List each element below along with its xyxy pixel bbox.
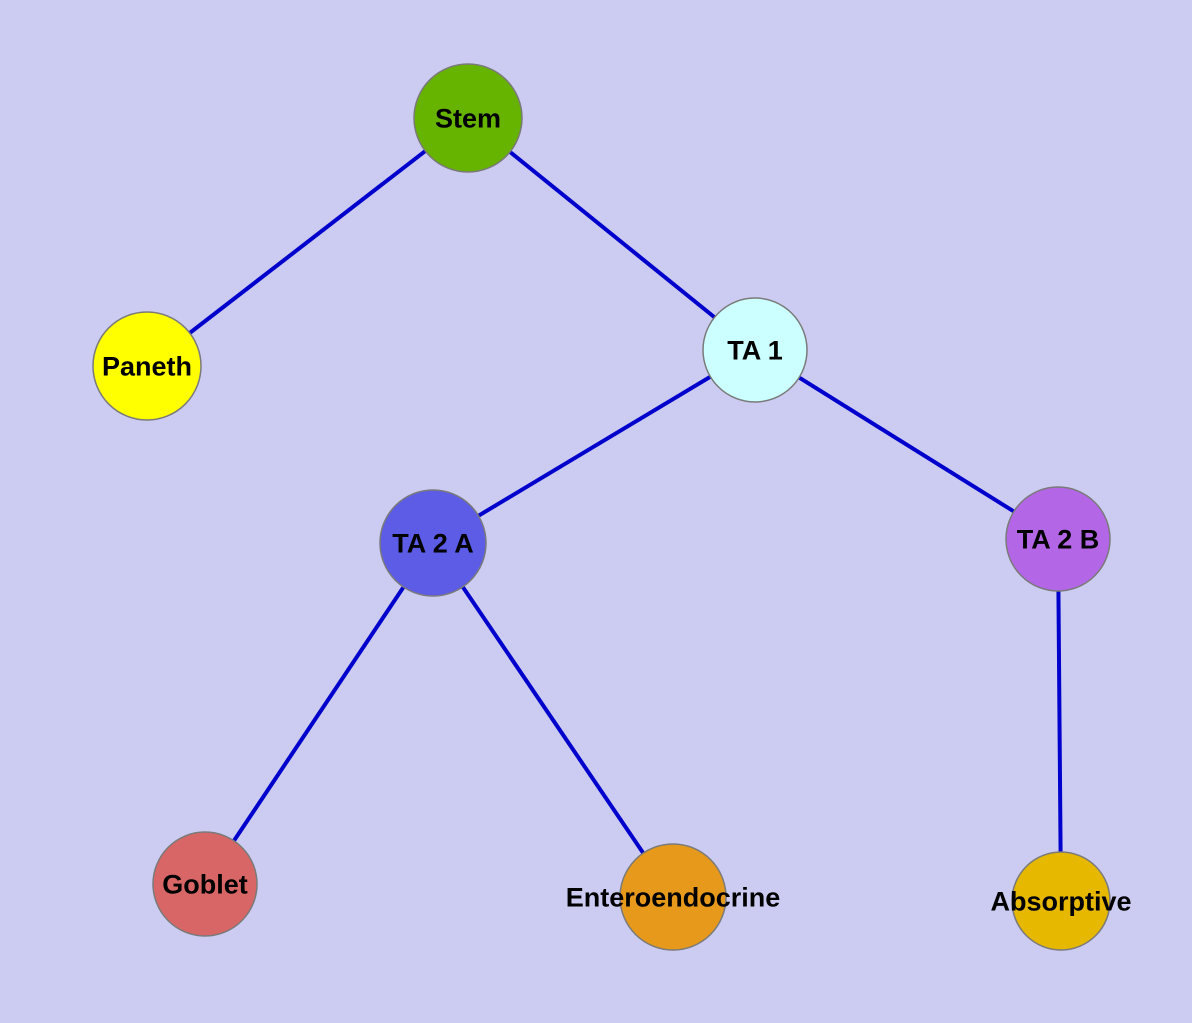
node-paneth-circle [92, 311, 202, 421]
edge-ta2a-enteroendocrine [431, 541, 675, 899]
node-ta1: TA 1 [702, 297, 808, 403]
node-ta2a-circle [379, 489, 487, 597]
edge-ta1-ta2b [753, 348, 1060, 541]
edge-stem-paneth [145, 116, 470, 368]
node-goblet: Goblet [152, 831, 258, 937]
edge-ta2a-goblet [203, 541, 435, 886]
node-ta2a: TA 2 A [379, 489, 487, 597]
edge-ta2b-absorptive [1056, 538, 1063, 902]
node-paneth: Paneth [92, 311, 202, 421]
node-stem: Stem [413, 63, 523, 173]
node-ta2b-circle [1005, 486, 1111, 592]
edge-stem-ta1 [466, 116, 757, 352]
node-ta2b: TA 2 B [1005, 486, 1111, 592]
node-enteroendocrine-circle [619, 843, 727, 951]
node-goblet-circle [152, 831, 258, 937]
node-absorptive-circle [1011, 851, 1111, 951]
node-ta1-circle [702, 297, 808, 403]
edge-ta1-ta2a [431, 348, 757, 545]
node-stem-circle [413, 63, 523, 173]
